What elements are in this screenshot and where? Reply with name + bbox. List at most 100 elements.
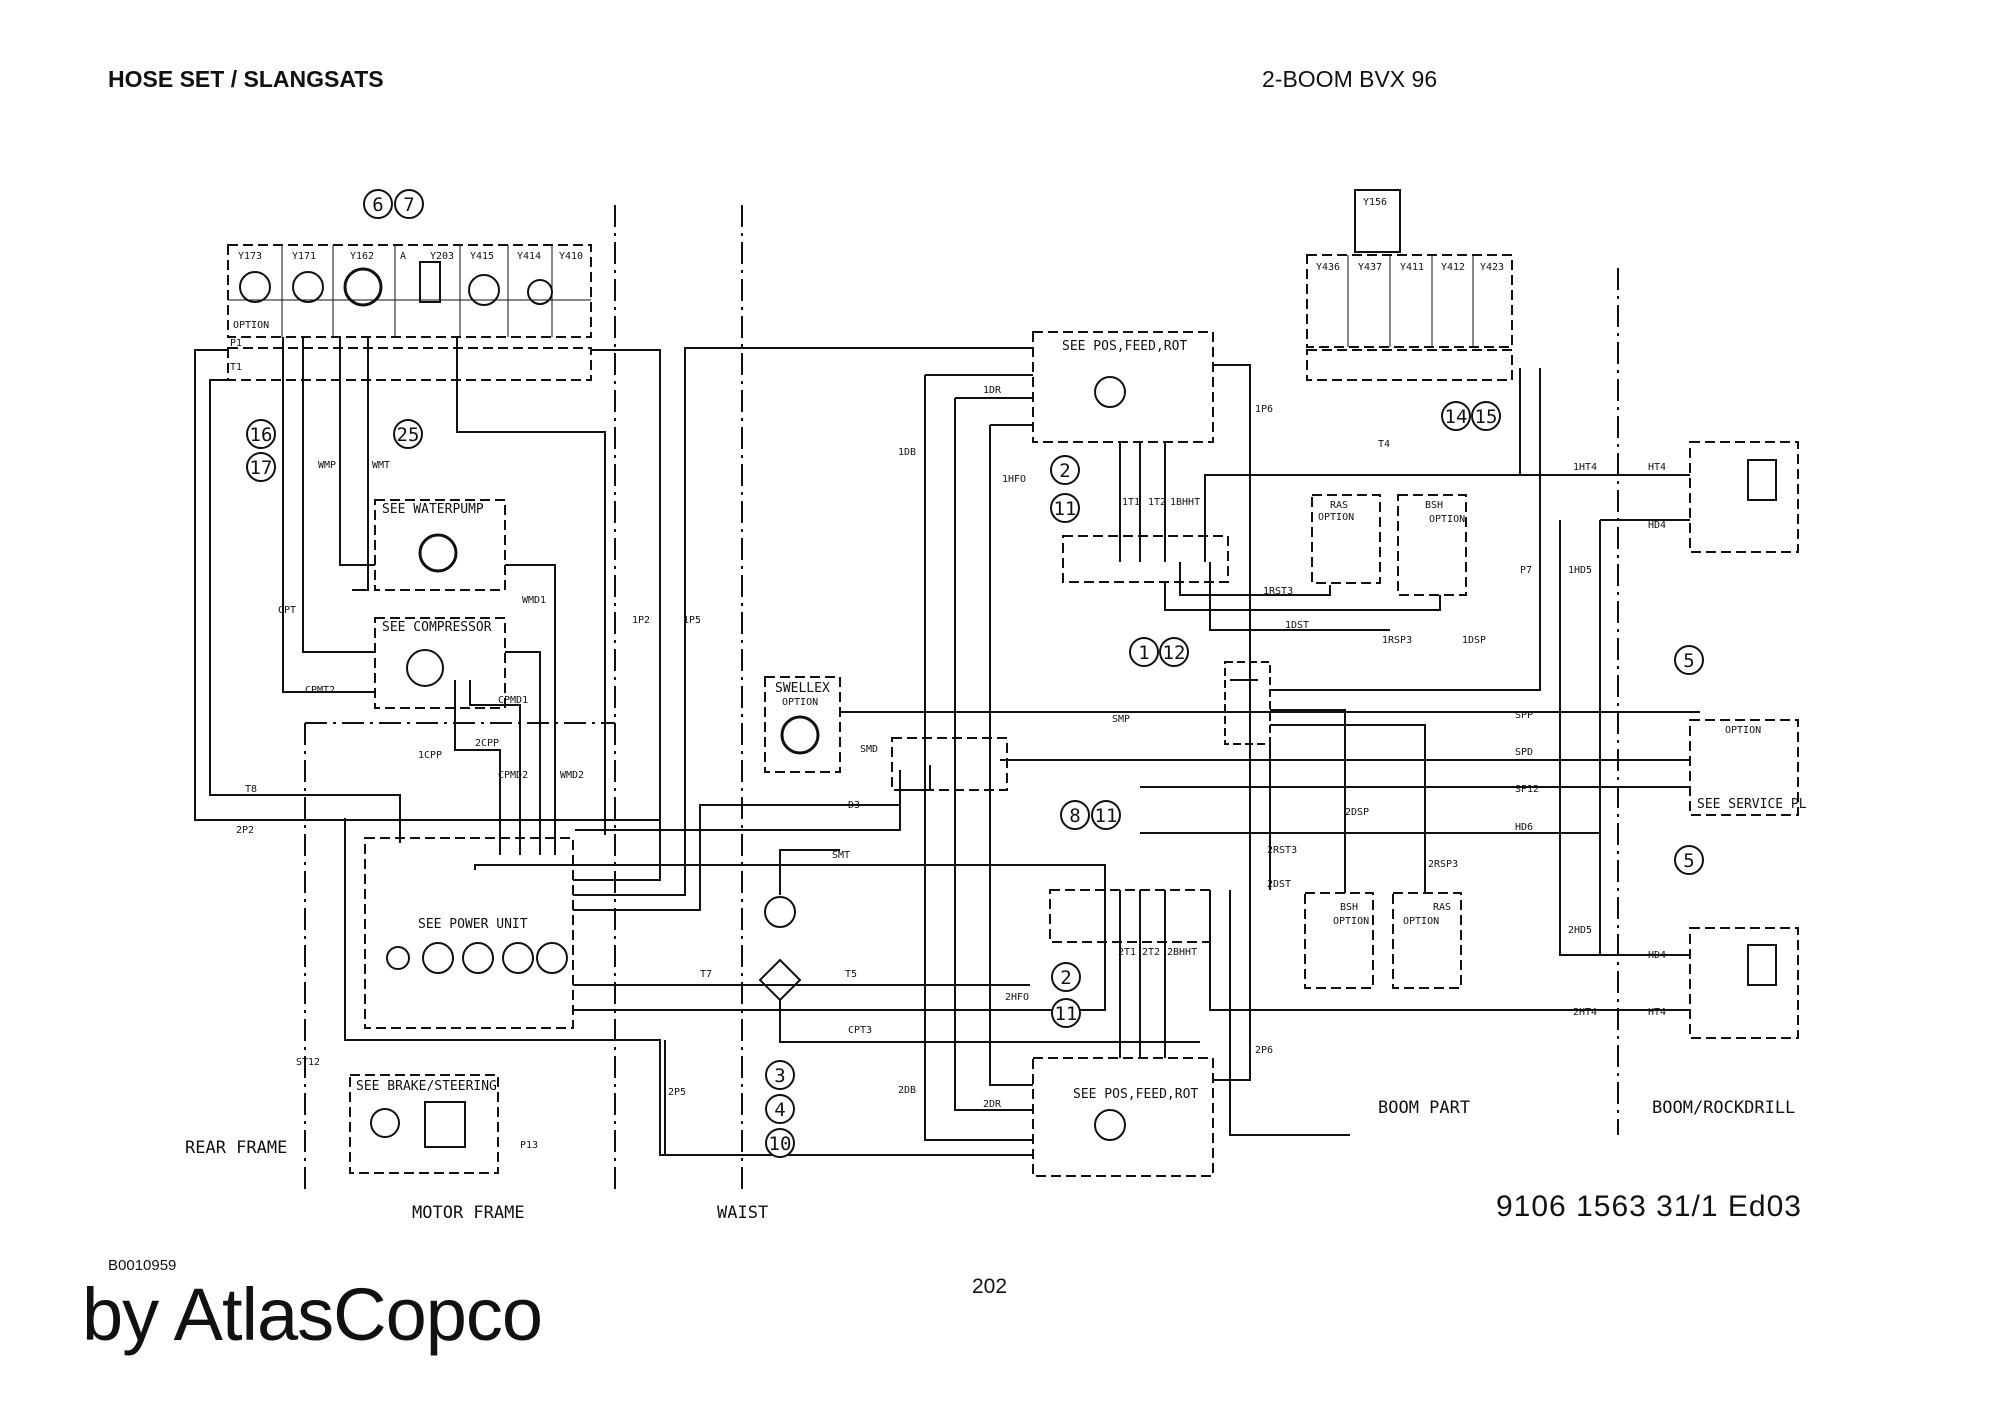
hose-1p2: 1P2 bbox=[632, 615, 650, 626]
callout-numbers: 6 7 16 17 25 14 15 2 11 1 12 5 8 11 2 11… bbox=[250, 194, 1695, 1155]
bsh-top-box bbox=[1397, 494, 1467, 596]
manifold-rail-right bbox=[1306, 349, 1513, 381]
hose-2bhht: 2BHHT bbox=[1167, 947, 1197, 958]
hose-cpt: CPT bbox=[278, 605, 296, 616]
valve-y415-symbol bbox=[468, 274, 500, 306]
valve-y156-label: Y156 bbox=[1363, 197, 1387, 208]
waterpump-box bbox=[374, 499, 506, 591]
valve-y436-label: Y436 bbox=[1316, 262, 1340, 273]
valve-y173-option: OPTION bbox=[233, 320, 269, 331]
left-valve-bank bbox=[227, 244, 592, 338]
hose-smp: SMP bbox=[1112, 714, 1130, 725]
drawing-number: 9106 1563 31/1 Ed03 bbox=[1496, 1190, 1802, 1223]
callout-5-bottom: 5 bbox=[1683, 850, 1694, 872]
valve-y423-label: Y423 bbox=[1480, 262, 1504, 273]
document-code: B0010959 bbox=[108, 1257, 177, 1274]
valve-y415-label: Y415 bbox=[470, 251, 494, 262]
callout-16: 16 bbox=[250, 424, 273, 446]
callout-5-top: 5 bbox=[1683, 650, 1694, 672]
valve-y162-label: Y162 bbox=[350, 251, 374, 262]
hose-cpt3: CPT3 bbox=[848, 1025, 872, 1036]
compressor-box bbox=[374, 617, 506, 709]
valve-y414-label: Y414 bbox=[517, 251, 541, 262]
hose-2p5: 2P5 bbox=[668, 1087, 686, 1098]
hose-tags: WMP WMT WMD1 WMD2 CPT CPMT2 CPMD1 CPMD2 … bbox=[236, 385, 1666, 1151]
valve-y203-symbol bbox=[419, 261, 441, 303]
hose-2dr: 2DR bbox=[983, 1099, 1002, 1110]
hose-2t2: 2T2 bbox=[1142, 947, 1160, 958]
hose-p7: P7 bbox=[1520, 565, 1532, 576]
hose-ht4-bottom: HT4 bbox=[1648, 1007, 1666, 1018]
hose-2p2: 2P2 bbox=[236, 825, 254, 836]
hose-2rst3: 2RST3 bbox=[1267, 845, 1297, 856]
bsh-bottom-box bbox=[1304, 892, 1374, 989]
callout-2-bottom: 2 bbox=[1060, 967, 1071, 989]
hose-1ht4: 1HT4 bbox=[1573, 462, 1597, 473]
hose-cpmd2: CPMD2 bbox=[498, 770, 528, 781]
manifold-rail-left bbox=[227, 347, 592, 381]
callout-10: 10 bbox=[769, 1133, 792, 1155]
oil-cooler bbox=[764, 896, 796, 928]
valve-y203-label: Y203 bbox=[430, 251, 454, 262]
bsh-bottom-option: OPTION bbox=[1333, 916, 1369, 927]
valve-y411-label: Y411 bbox=[1400, 262, 1424, 273]
hose-1dr: 1DR bbox=[983, 385, 1002, 396]
ras-bottom-box bbox=[1392, 892, 1462, 989]
brand-watermark: by AtlasCopco bbox=[82, 1273, 543, 1356]
section-motor-frame: MOTOR FRAME bbox=[412, 1203, 525, 1223]
cylinder-box-bottom bbox=[1689, 927, 1799, 1039]
page-number: 202 bbox=[972, 1275, 1008, 1298]
power-unit-box bbox=[364, 837, 574, 1029]
section-waist: WAIST bbox=[717, 1203, 768, 1223]
hose-st12: ST12 bbox=[296, 1057, 320, 1068]
swellex-box bbox=[764, 676, 841, 773]
valve-y171-symbol bbox=[292, 271, 324, 303]
hose-2p6: 2P6 bbox=[1255, 1045, 1273, 1056]
machine-model: 2-BOOM BVX 96 bbox=[1262, 66, 1438, 92]
hose-t7: T7 bbox=[700, 969, 712, 980]
hose-1bhht: 1BHHT bbox=[1170, 497, 1200, 508]
hose-2dst: 2DST bbox=[1267, 879, 1291, 890]
compressor-label: SEE COMPRESSOR bbox=[382, 620, 492, 635]
power-unit-label: SEE POWER UNIT bbox=[418, 917, 528, 932]
brake-steering-label: SEE BRAKE/STEERING bbox=[356, 1079, 497, 1094]
callout-11-mid: 11 bbox=[1095, 805, 1118, 827]
central-distributor bbox=[1224, 661, 1271, 745]
hose-1dst: 1DST bbox=[1285, 620, 1309, 631]
swellex-option-label: OPTION bbox=[782, 697, 818, 708]
hose-2hd5: 2HD5 bbox=[1568, 925, 1592, 936]
hose-1rst3: 1RST3 bbox=[1263, 586, 1293, 597]
service-pl-label: SEE SERVICE PL bbox=[1697, 797, 1807, 812]
callout-12: 12 bbox=[1163, 642, 1186, 664]
hose-2ht4: 2HT4 bbox=[1573, 1007, 1597, 1018]
hose-p13: P13 bbox=[520, 1140, 538, 1151]
valve-y156-box bbox=[1354, 189, 1401, 253]
callout-14: 14 bbox=[1445, 406, 1468, 428]
valve-y412-label: Y412 bbox=[1441, 262, 1465, 273]
hose-t8: T8 bbox=[245, 784, 257, 795]
cylinder-box-top bbox=[1689, 441, 1799, 553]
document-title: HOSE SET / SLANGSATS bbox=[108, 66, 384, 92]
brake-steering-box bbox=[349, 1074, 499, 1174]
rail-port-t1: T1 bbox=[230, 362, 242, 373]
hose-wmp: WMP bbox=[318, 460, 336, 471]
hose-1t2: 1T2 bbox=[1148, 497, 1166, 508]
pos-feed-rot-top-label: SEE POS,FEED,ROT bbox=[1062, 339, 1187, 354]
hose-wmt: WMT bbox=[372, 460, 390, 471]
section-boom-part: BOOM PART bbox=[1378, 1098, 1470, 1118]
right-valve-bank bbox=[1306, 254, 1513, 348]
hose-d3: D3 bbox=[848, 800, 860, 811]
hose-2dsp: 2DSP bbox=[1345, 807, 1369, 818]
hose-1p5: 1P5 bbox=[683, 615, 701, 626]
rotation-manifold-bottom bbox=[1049, 889, 1211, 943]
hose-2hfo: 2HFO bbox=[1005, 992, 1029, 1003]
ras-top-label: RAS bbox=[1330, 500, 1348, 511]
hose-wmd2: WMD2 bbox=[560, 770, 584, 781]
callout-15: 15 bbox=[1475, 406, 1498, 428]
rotation-manifold-top bbox=[1062, 535, 1229, 583]
callout-11-top: 11 bbox=[1054, 498, 1077, 520]
hose-sp12: SP12 bbox=[1515, 784, 1539, 795]
hose-spp: SPP bbox=[1515, 710, 1533, 721]
hose-t5: T5 bbox=[845, 969, 857, 980]
hose-hd4-bottom: HD4 bbox=[1648, 950, 1666, 961]
